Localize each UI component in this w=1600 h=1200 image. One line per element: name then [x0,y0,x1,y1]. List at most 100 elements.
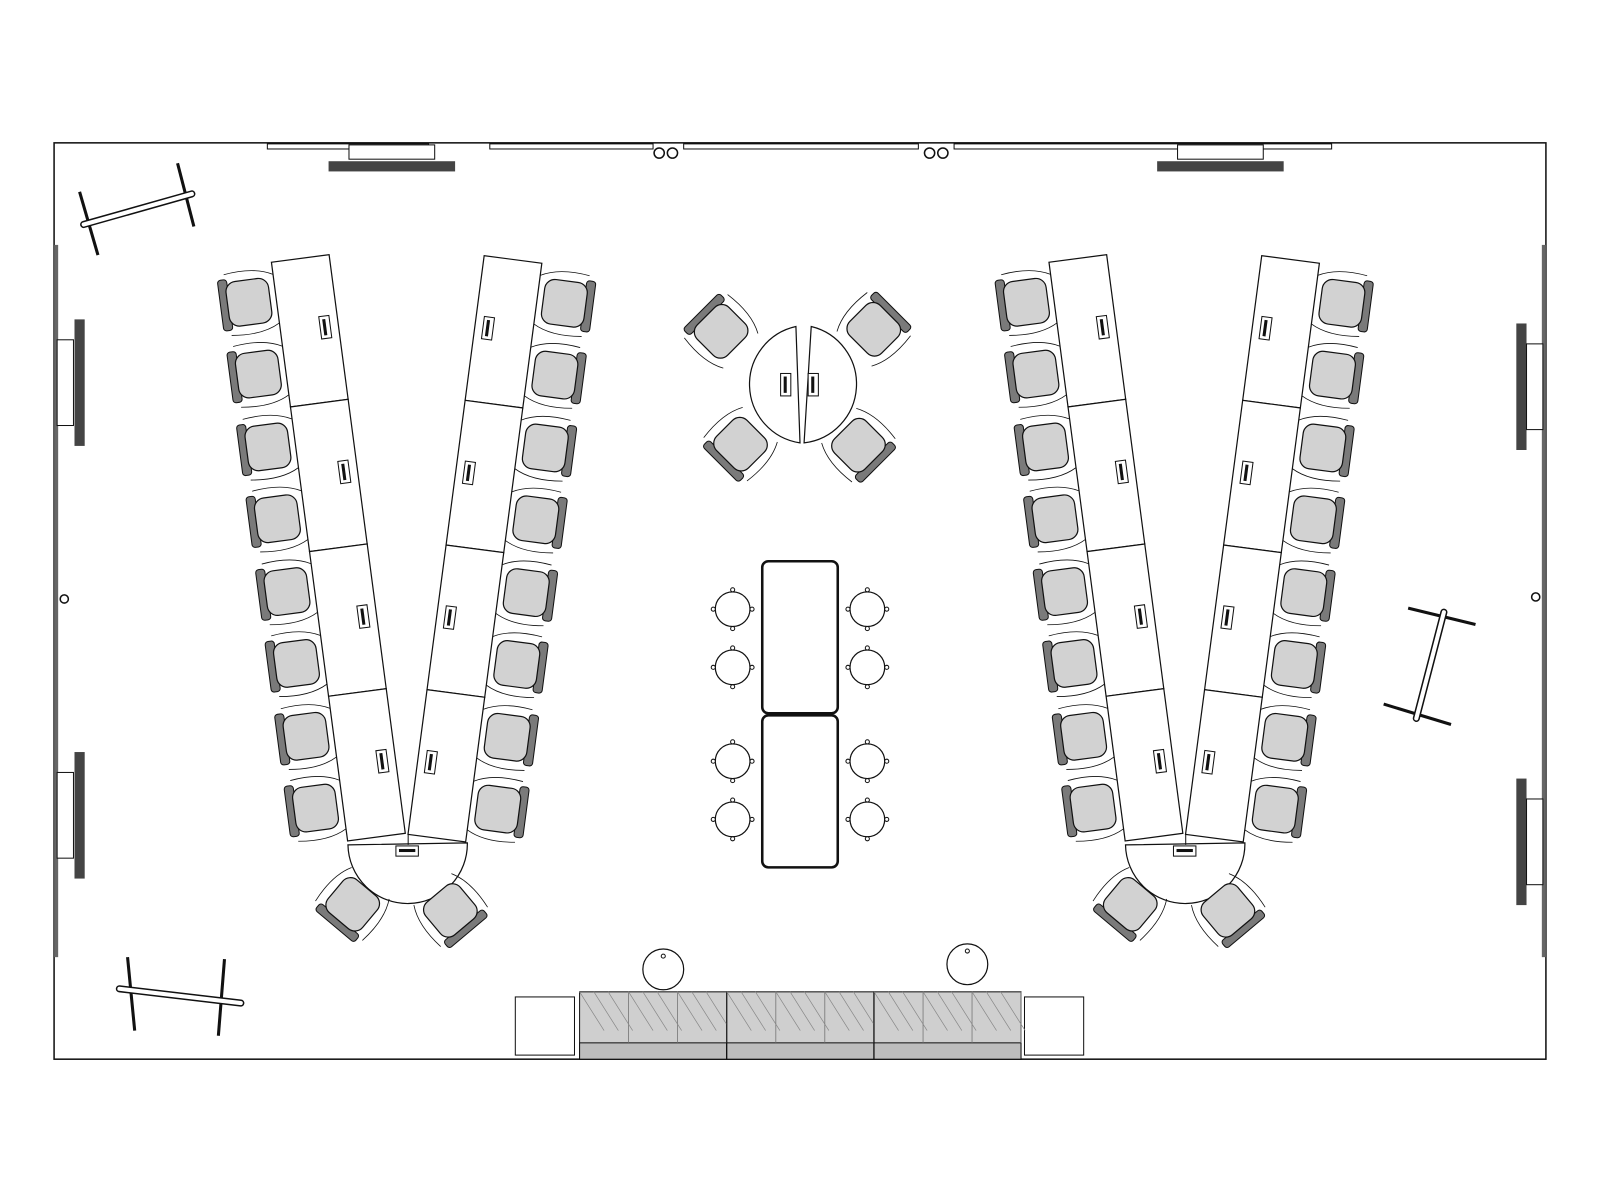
stand-bar [81,191,194,227]
chair-arm [821,408,896,483]
stool-foot [749,664,755,670]
chair-arm [514,415,571,482]
laptop-screen [1205,753,1211,771]
chair [1244,777,1308,843]
round-table-half [748,325,801,444]
chair [255,559,318,626]
chair [245,486,309,553]
chair-seat [493,640,541,689]
v-table-group [217,253,597,948]
chair-seat [225,277,273,327]
tv-mount [348,144,436,160]
sofa-pattern [740,991,766,1031]
laptop-screen [446,609,452,626]
chair [413,873,488,948]
chair [1092,867,1168,942]
stool-seat [849,743,886,780]
stool-foot [864,587,870,593]
sofa-pattern [677,991,703,1031]
chair-seat [1002,277,1051,327]
table [1184,688,1263,843]
sofa-pattern [691,991,717,1031]
chair-arm [476,705,533,771]
sofa-pattern [986,991,1012,1031]
stool-foot [884,816,890,822]
outlet-icon [666,147,679,159]
stool-foot [864,778,870,784]
side-table-detail [660,953,666,959]
chair-seat [1289,495,1337,545]
outlet-icon [923,147,936,159]
stool-foot [845,664,851,670]
lounge-area [514,943,1085,1060]
chair-arm [1048,631,1105,697]
wall-rail [489,143,654,150]
stand-leg [126,956,137,1031]
laptop-screen [1099,318,1105,336]
laptop-icon [1220,605,1235,630]
stool-seat [714,743,751,780]
stool [710,587,755,632]
sofa-pattern [873,991,899,1031]
laptop-screen [1224,609,1230,626]
stool-seat [849,649,886,686]
outlet-icon [1530,592,1541,602]
sofa-section [726,991,879,1060]
chair-arm [1244,777,1301,843]
laptop-screen [484,319,491,337]
chair [1273,560,1336,627]
stool-foot [730,797,736,803]
laptop-icon [461,460,477,486]
sofa-pattern [838,991,864,1031]
side-table [946,943,989,986]
chair-arm [495,560,552,627]
chair-seat [531,350,579,400]
chair-arm [1039,559,1096,626]
rectangular-table [760,714,840,869]
sofa-pattern [824,991,850,1031]
sofa-pattern [607,991,633,1031]
laptop-screen [1262,319,1268,337]
v-table-group [994,253,1374,948]
chair [1254,705,1317,771]
round-table-half [803,325,858,444]
chair-seat [540,278,588,328]
chair-seat [1012,349,1060,399]
laptop-icon [1114,459,1129,485]
sofa-pattern [656,991,682,1031]
table [327,687,406,842]
stool-foot [710,606,716,612]
stool-foot [864,684,870,690]
chair-arm [1020,414,1077,481]
chair-arm [1067,776,1124,842]
chair-arm [1001,270,1058,336]
tv-screen [1516,323,1527,450]
outlet-icon [936,147,949,159]
stool-foot [749,758,755,764]
chair-seat [1021,422,1070,472]
stool-foot [730,836,736,842]
laptop-icon [807,372,819,397]
chair [505,487,568,554]
side-table [642,948,685,991]
stool-foot [864,645,870,651]
rectangular-table [760,559,840,715]
sofa-back [873,1042,1022,1060]
stand-bar [117,986,243,1006]
chair [226,342,290,408]
tv-mount [56,771,74,859]
laptop-icon [480,315,496,341]
left-arm [217,253,406,842]
stool [845,797,890,842]
laptop-icon [1239,460,1254,486]
chair-seat [502,568,550,618]
laptop-icon [1133,604,1149,629]
chair-arm [242,414,299,481]
chair-seat [831,417,886,473]
chair-arm [1263,632,1320,699]
chair-seat [693,303,749,359]
chair-seat [263,567,311,617]
side-table-detail [964,948,970,954]
chair-arm [413,873,488,947]
